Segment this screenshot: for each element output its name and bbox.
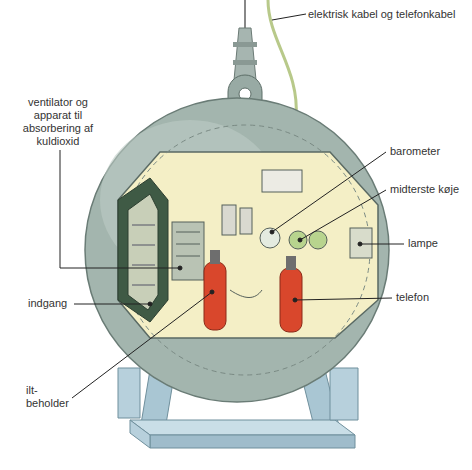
oxygen-bottle: [204, 250, 302, 332]
chamber-sphere: [85, 98, 389, 402]
callout-label: lampe: [408, 237, 468, 250]
leader-lines: [60, 14, 404, 398]
barometer-dial: [260, 228, 280, 248]
callout-label: ventilator og apparat til absorbering af…: [8, 96, 108, 148]
hoist: [234, 28, 256, 80]
callout-label: indgang: [28, 297, 88, 310]
callout-label: barometer: [390, 145, 470, 158]
callout-label: elektrisk kabel og telefonkabel: [308, 8, 470, 21]
callout-label: ilt- beholder: [26, 384, 74, 410]
callout-label: telefon: [396, 291, 466, 304]
cutaway: [118, 152, 378, 338]
callout-label: midterste køje: [390, 183, 472, 196]
